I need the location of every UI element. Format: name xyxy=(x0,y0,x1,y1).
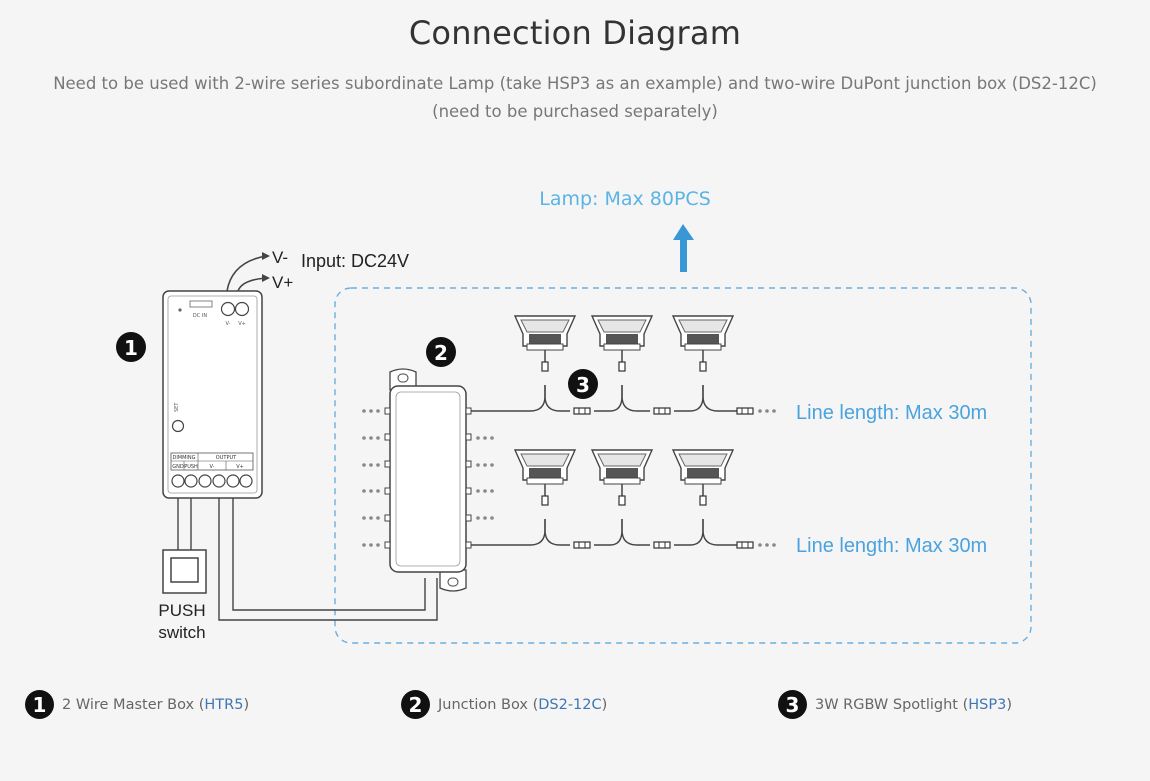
up-arrow-icon xyxy=(673,224,694,272)
legend-item-junction-box: 2 Junction Box (DS2-12C) xyxy=(401,690,607,719)
badge-3: 3 xyxy=(576,373,590,397)
legend-close-3: ) xyxy=(1006,696,1012,713)
push-port-label: PUSH xyxy=(184,464,198,470)
legend-text-1: 2 Wire Master Box ( xyxy=(62,696,205,713)
legend-badge-3: 3 xyxy=(778,690,807,719)
dimming-label: DIMMING xyxy=(172,455,195,461)
legend-code-1: HTR5 xyxy=(204,696,244,713)
legend-close-1: ) xyxy=(243,696,250,713)
legend-close-2: ) xyxy=(601,696,608,713)
legend-text-2: Junction Box ( xyxy=(438,696,539,713)
legend-badge-1: 1 xyxy=(25,690,54,719)
legend-badge-2: 2 xyxy=(401,690,430,719)
legend-item-master-box: 1 2 Wire Master Box (HTR5) xyxy=(25,690,249,719)
page-subtitle: Need to be used with 2-wire series subor… xyxy=(0,70,1150,126)
push-label: PUSH xyxy=(158,601,205,620)
legend: 1 2 Wire Master Box (HTR5) 2 Junction Bo… xyxy=(0,690,1150,722)
output-label: OUTPUT xyxy=(216,455,237,461)
switch-label: switch xyxy=(158,623,205,642)
gnd-label: GND xyxy=(172,464,184,470)
output-vplus-label: V+ xyxy=(236,464,244,470)
svg-text:V+: V+ xyxy=(238,321,246,327)
legend-text-3: 3W RGBW Spotlight ( xyxy=(815,696,969,713)
connection-diagram: Lamp: Max 80PCS V- V+ Input: DC24V DC IN… xyxy=(116,188,1032,644)
master-box: DC IN V- V+ SET DIMMING OUTPUT GND PUSH … xyxy=(162,290,263,499)
svg-text:V-: V- xyxy=(226,321,231,327)
svg-text:DC IN: DC IN xyxy=(193,313,207,319)
v-minus-label: V- xyxy=(272,248,288,267)
legend-code-3: HSP3 xyxy=(968,696,1007,713)
lamp-area-boundary xyxy=(334,287,1032,644)
junction-box xyxy=(384,368,472,592)
v-plus-label: V+ xyxy=(272,273,293,292)
output-vminus-label: V- xyxy=(210,464,215,470)
badge-2: 2 xyxy=(434,341,448,365)
lamp-count-label: Lamp: Max 80PCS xyxy=(539,188,711,210)
legend-item-spotlight: 3 3W RGBW Spotlight (HSP3) xyxy=(778,690,1012,719)
line-length-label-1: Line length: Max 30m xyxy=(796,402,987,424)
badge-1: 1 xyxy=(124,336,138,360)
subtitle-line-2: (need to be purchased separately) xyxy=(432,102,718,121)
line-length-label-2: Line length: Max 30m xyxy=(796,535,987,557)
svg-text:SET: SET xyxy=(174,402,180,412)
legend-code-2: DS2-12C xyxy=(538,696,602,713)
subtitle-line-1: Need to be used with 2-wire series subor… xyxy=(53,74,1097,93)
input-voltage-label: Input: DC24V xyxy=(301,251,409,271)
page-title: Connection Diagram xyxy=(408,14,742,52)
